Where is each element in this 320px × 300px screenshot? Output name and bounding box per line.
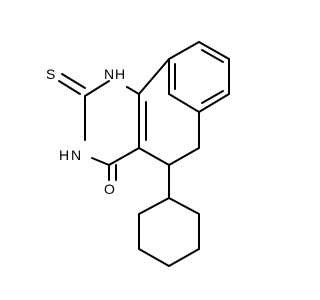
atom-s: S bbox=[46, 66, 55, 82]
atom-h-top: H bbox=[115, 66, 125, 82]
bond bbox=[91, 157, 110, 166]
bond bbox=[138, 197, 170, 215]
bond bbox=[168, 41, 200, 60]
atom-o: O bbox=[104, 181, 115, 197]
bond bbox=[201, 49, 224, 63]
bond bbox=[168, 197, 200, 215]
bond bbox=[138, 147, 170, 166]
bond bbox=[126, 86, 140, 95]
bond bbox=[61, 73, 86, 89]
bond bbox=[138, 58, 170, 95]
bond bbox=[168, 248, 200, 267]
atom-h-bottom: H bbox=[59, 147, 69, 163]
atom-n-top: N bbox=[104, 66, 114, 82]
bond bbox=[168, 147, 200, 166]
bond bbox=[198, 93, 230, 113]
bond bbox=[201, 90, 224, 104]
canvas-background bbox=[0, 0, 300, 300]
bond bbox=[84, 80, 110, 97]
bond bbox=[198, 41, 230, 60]
bond bbox=[168, 93, 200, 113]
atom-labels: N H S H N O bbox=[46, 66, 125, 197]
bonds bbox=[58, 41, 230, 267]
atom-n-bottom: N bbox=[71, 147, 81, 163]
bond bbox=[58, 80, 81, 95]
bond bbox=[108, 147, 140, 166]
bond bbox=[138, 248, 170, 267]
molecule-structure: N H S H N O bbox=[0, 0, 300, 300]
